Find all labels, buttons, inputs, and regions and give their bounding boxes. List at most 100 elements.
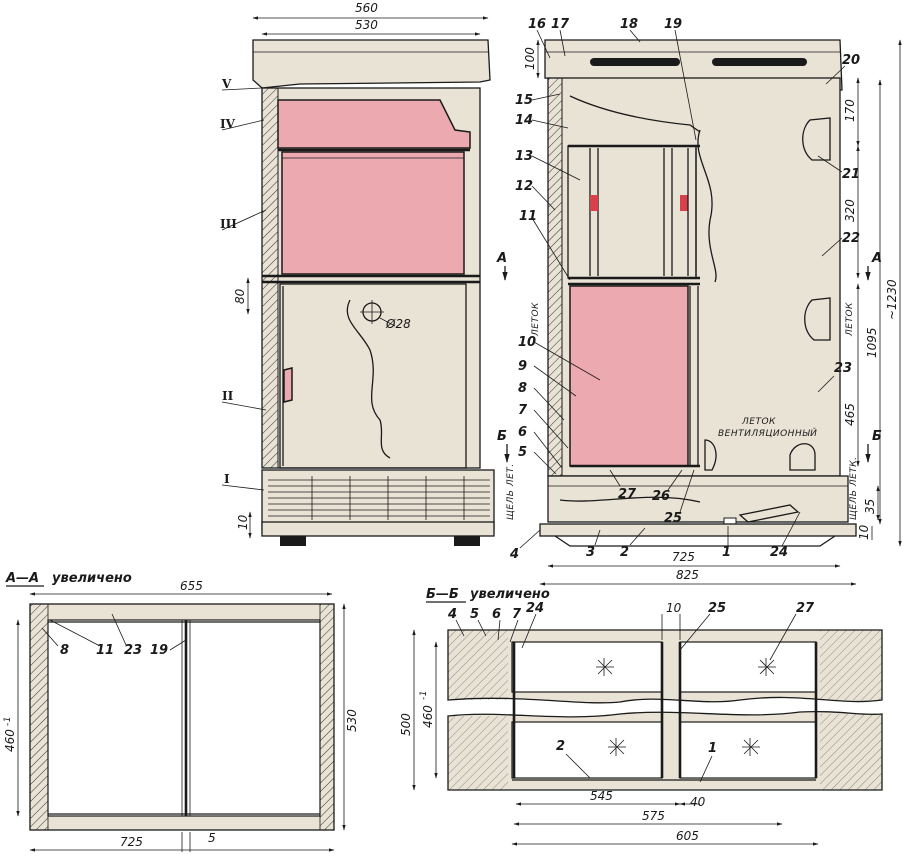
part-26: 26 <box>652 489 670 504</box>
part-18: 18 <box>620 17 638 32</box>
part-14: 14 <box>515 113 533 128</box>
sb-label-4: 4 <box>447 607 457 622</box>
dim-35: 35 <box>863 499 877 514</box>
part-22: 22 <box>842 231 860 246</box>
bee-space-marks <box>596 658 776 756</box>
dim-1230: ~1230 <box>885 279 899 320</box>
dim-80: 80 <box>233 288 247 304</box>
sb-label-1: 1 <box>708 741 717 756</box>
part-20: 20 <box>842 53 860 68</box>
dim-170: 170 <box>843 99 857 122</box>
part-6: 6 <box>518 425 527 440</box>
sa-label-11: 11 <box>96 643 114 658</box>
note-letok-right: ЛЕТОК <box>845 302 855 337</box>
part-24: 24 <box>770 545 788 560</box>
sb-label-7: 7 <box>512 607 522 622</box>
louvers <box>268 476 490 520</box>
dim-1095: 1095 <box>865 327 879 358</box>
dim-front-560: 560 <box>355 1 378 15</box>
dim-a-5: 5 <box>208 831 216 845</box>
dim-hole-diameter: Ø28 <box>385 317 411 331</box>
sb-label-2: 2 <box>556 739 565 754</box>
part-27: 27 <box>618 487 637 502</box>
part-1: 1 <box>722 545 731 560</box>
label-I: I <box>224 472 230 486</box>
part-labels: 16 17 18 19 20 15 14 13 12 21 11 22 10 <box>509 17 860 562</box>
roof <box>252 39 491 89</box>
sb-label-27: 27 <box>796 601 815 616</box>
sb-label-5: 5 <box>470 607 479 622</box>
dim-a-725: 725 <box>120 835 143 849</box>
dim-front-530: 530 <box>355 18 378 32</box>
part-16: 16 <box>528 17 546 32</box>
part-23: 23 <box>834 361 852 376</box>
marker-b-left: Б <box>497 429 507 444</box>
section-a-caption: увеличено <box>52 571 132 586</box>
sb-label-24: 24 <box>526 601 544 616</box>
part-3: 3 <box>586 545 595 560</box>
label-V: V <box>221 77 232 91</box>
part-17: 17 <box>551 17 570 32</box>
marker-b-right: Б <box>872 429 882 444</box>
dim-100: 100 <box>523 47 537 70</box>
note-letok-left: ЛЕТОК <box>531 302 541 337</box>
dim-b-605: 605 <box>676 829 699 843</box>
part-21: 21 <box>842 167 860 182</box>
note-vent-letok-line2: ВЕНТИЛЯЦИОННЫЙ <box>718 427 817 439</box>
sb-label-25: 25 <box>708 601 726 616</box>
part-19: 19 <box>664 17 682 32</box>
dim-a-460-sup: -1 <box>3 716 13 726</box>
note-shchel-left: ЩЕЛЬ ЛЕТ. <box>506 463 516 520</box>
label-III: III <box>220 217 237 231</box>
part-10: 10 <box>518 335 536 350</box>
bottom-board-front <box>261 469 495 531</box>
part-7: 7 <box>518 403 528 418</box>
section-b-caption: увеличено <box>470 587 550 602</box>
note-shchel-right: ЩЕЛЬ ЛЕТК. <box>849 456 859 520</box>
dim-a-530: 530 <box>345 709 359 732</box>
dim-465: 465 <box>843 403 857 426</box>
sa-label-19: 19 <box>150 643 168 658</box>
dim-b-40: 40 <box>690 795 706 809</box>
dim-b-575: 575 <box>642 809 665 823</box>
part-8: 8 <box>518 381 527 396</box>
part-25: 25 <box>664 511 682 526</box>
part-4: 4 <box>509 547 519 562</box>
front-view: 560 530 Ø28 80 <box>220 1 495 546</box>
dim-b-10: 10 <box>666 601 682 615</box>
dim-825: 825 <box>676 568 699 582</box>
bottom-board-side <box>547 475 849 523</box>
dim-b-545: 545 <box>590 789 613 803</box>
upper-comb-front <box>281 151 465 275</box>
part-11: 11 <box>519 209 537 224</box>
section-b-title: Б—Б <box>426 587 459 602</box>
label-II: II <box>222 389 234 403</box>
sb-label-6: 6 <box>492 607 501 622</box>
part-13: 13 <box>515 149 533 164</box>
note-vent-letok-line1: ЛЕТОК <box>741 417 776 427</box>
label-IV: IV <box>220 117 236 131</box>
part-5: 5 <box>518 445 527 460</box>
section-a: А—А увеличено 655 8 11 23 19 460 -1 530 … <box>3 571 359 852</box>
marker-a-left: А <box>496 251 507 266</box>
sa-label-23: 23 <box>124 643 142 658</box>
dim-bottom-10: 10 <box>236 514 250 530</box>
part-2: 2 <box>620 545 629 560</box>
dim-725-side: 725 <box>672 550 695 564</box>
dim-b-460-sup: -1 <box>419 690 429 700</box>
side-view: 170 320 465 1095 ~1230 35 10 100 725 825… <box>496 17 902 586</box>
part-15: 15 <box>515 93 533 108</box>
dim-10-side: 10 <box>857 524 871 540</box>
brood-comb-side <box>569 285 689 467</box>
section-a-title: А—А <box>5 571 39 586</box>
dim-320: 320 <box>843 199 857 222</box>
sa-label-8: 8 <box>60 643 69 658</box>
dim-b-500: 500 <box>399 713 413 736</box>
dim-b-460: 460 <box>421 705 435 728</box>
part-12: 12 <box>515 179 533 194</box>
section-b: Б—Б увеличено 4 5 6 7 <box>399 587 883 846</box>
part-9: 9 <box>518 359 527 374</box>
dim-a-655: 655 <box>180 579 203 593</box>
marker-a-right: А <box>871 251 882 266</box>
